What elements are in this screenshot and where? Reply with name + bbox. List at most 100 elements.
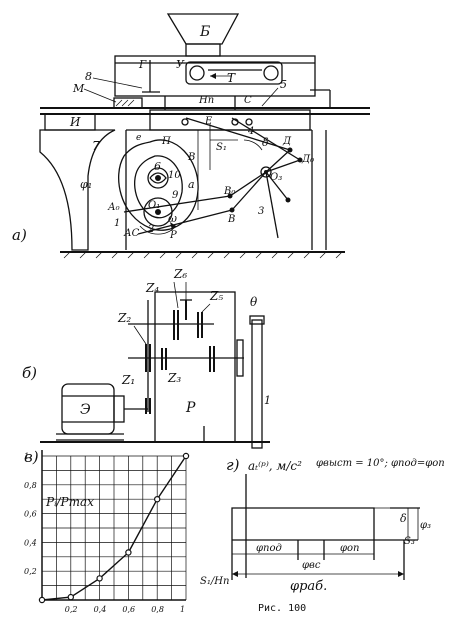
chart-grid xyxy=(42,455,187,600)
motor xyxy=(56,383,148,441)
frame-body xyxy=(39,129,345,259)
figure-caption: Рис. 100 xyxy=(258,603,306,614)
label-part-g: г) xyxy=(226,456,240,474)
data-point xyxy=(182,452,190,460)
label-phi-rab: φраб. xyxy=(290,579,327,594)
label-phi1: φ₁ xyxy=(80,178,92,191)
label-phi-op: φоп xyxy=(340,543,359,554)
label-i: И xyxy=(69,115,81,129)
label-10: 10 xyxy=(168,170,181,181)
label-phi-pod: φпод xyxy=(256,543,282,554)
gear-z3 xyxy=(161,348,167,370)
label-t: Т xyxy=(227,71,236,85)
label-8: 8 xyxy=(85,70,92,83)
label-b: В xyxy=(227,214,235,225)
label-6: 6 xyxy=(154,160,161,173)
label-d: Д xyxy=(282,136,292,147)
label-ac: АС xyxy=(123,228,140,239)
label-s3: S₃ xyxy=(404,536,415,547)
y-tick-label: 0,8 xyxy=(24,481,37,490)
gear-z6 xyxy=(180,299,192,320)
label-theta: θ xyxy=(250,295,258,309)
crank-wheel xyxy=(139,197,177,235)
x-tick-label: 0,2 xyxy=(65,605,78,614)
x-tick-label: 0,8 xyxy=(151,605,164,614)
cycle-profile xyxy=(231,507,418,541)
label-frame-p: Р xyxy=(185,400,196,416)
label-g: Г xyxy=(138,58,147,71)
gear-z1 xyxy=(145,398,151,414)
label-b0: В₀ xyxy=(223,186,235,197)
label-3: 3 xyxy=(258,206,264,217)
data-point xyxy=(125,549,132,556)
label-motor: Э xyxy=(80,402,91,418)
label-e-small: е xyxy=(136,133,141,143)
label-4: 4 xyxy=(247,126,254,137)
cycle-diagram-g: г) aₜ⁽ᵖ⁾, м/с² φвыст = 10°; φпод=φоп φпо… xyxy=(226,456,445,614)
label-delta-g: δ xyxy=(400,512,407,525)
data-point xyxy=(67,593,75,601)
y-tick-label: 0,4 xyxy=(24,538,37,547)
x-tick-label: 0,6 xyxy=(122,605,135,614)
label-2: 2 xyxy=(147,224,154,235)
x-tick-label: 0,4 xyxy=(94,605,107,614)
data-point xyxy=(96,575,103,582)
data-point xyxy=(38,596,46,604)
label-b-small: В xyxy=(187,152,195,163)
linkage xyxy=(123,117,303,239)
hopper-label: Б xyxy=(199,24,210,40)
label-m: М xyxy=(72,82,85,95)
label-z5: Z₅ xyxy=(209,289,223,303)
label-5: 5 xyxy=(280,78,287,91)
label-1: 1 xyxy=(114,218,120,229)
label-p-cap: П xyxy=(161,136,171,147)
label-z6: Z₆ xyxy=(173,267,187,281)
series-line xyxy=(41,455,187,601)
dimension-lines xyxy=(197,124,238,210)
label-part-b: б) xyxy=(22,364,37,382)
label-hn: Нп xyxy=(198,95,214,106)
y-tick-label: 0,6 xyxy=(24,510,37,519)
gear-z4 xyxy=(173,310,179,340)
chart-line xyxy=(38,452,190,604)
label-z2: Z₂ xyxy=(117,311,131,325)
label-z4: Z₄ xyxy=(145,281,159,295)
label-o3: О₃ xyxy=(270,172,282,183)
label-part-a: а) xyxy=(12,226,27,244)
cam xyxy=(118,139,199,231)
label-formula: φвыст = 10°; φпод=φоп xyxy=(316,458,445,469)
label-a0: А₀ xyxy=(107,202,120,213)
label-crank: 1 xyxy=(264,394,271,407)
label-phi-vs: φвс xyxy=(302,560,321,571)
label-r: Р xyxy=(169,230,177,241)
upper-frame xyxy=(113,55,316,109)
label-9: 9 xyxy=(172,190,179,201)
label-o1: О₁ xyxy=(148,200,160,211)
data-point xyxy=(153,496,161,503)
y-tick-label: 1 xyxy=(24,452,29,461)
mechanism-a: Б Г У Т 8 М xyxy=(12,13,370,259)
label-d0: Д₀ xyxy=(301,154,314,165)
label-7: 7 xyxy=(92,139,100,153)
output-shaft xyxy=(209,315,265,449)
label-omega: ω xyxy=(168,212,177,225)
drive-b: Э Р Z₆ Z₄ Z₅ Z₂ Z₃ Z₁ θ 1 б) xyxy=(22,267,271,449)
chart-xlabel: S₁/Hп xyxy=(200,576,229,587)
label-a-unit: aₜ⁽ᵖ⁾, м/с² xyxy=(248,459,302,473)
chart-ylabel: Pᵢ/Pmax xyxy=(45,495,94,509)
label-a: а xyxy=(188,178,195,191)
label-part-v: в) xyxy=(24,448,39,466)
label-u: У xyxy=(176,58,185,71)
gear-z5 xyxy=(197,312,203,338)
label-delta: δ xyxy=(262,136,269,149)
label-z3: Z₃ xyxy=(167,371,181,385)
x-tick-label: 1 xyxy=(180,605,185,614)
gear-z2 xyxy=(145,344,151,372)
label-e: Е xyxy=(204,116,213,127)
label-s1: S₁ xyxy=(216,142,227,153)
label-phi3: φ₃ xyxy=(420,520,431,531)
